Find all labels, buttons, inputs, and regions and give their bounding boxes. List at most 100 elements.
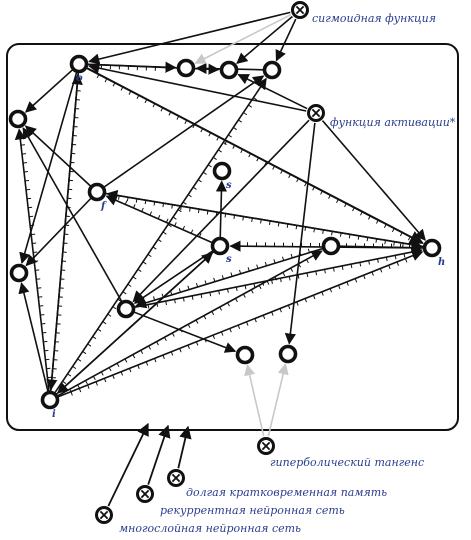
edge-tick: [346, 281, 349, 286]
edge-tick: [128, 368, 132, 373]
edge-i-s2: [55, 252, 214, 395]
edge-tick: [218, 290, 220, 295]
node-circle: [116, 299, 136, 319]
edge-tick: [152, 103, 156, 108]
external-nodes-layer: [95, 1, 325, 524]
edge-tick: [264, 261, 267, 266]
edge-tick: [144, 99, 148, 104]
edge-tick: [182, 297, 185, 302]
edge-tick: [271, 311, 274, 316]
edge-tick: [209, 292, 212, 297]
edge-tick: [235, 298, 238, 303]
edge-tick: [204, 280, 207, 285]
edge-tick: [127, 283, 132, 287]
edge-tick: [274, 276, 278, 281]
edge-tick: [162, 354, 165, 359]
edge-tick: [288, 174, 291, 179]
edge-tick: [116, 362, 120, 367]
edge-tick: [247, 267, 250, 272]
circle-cross-icon: [136, 485, 154, 503]
edge-tick: [104, 78, 108, 83]
node-i: i: [40, 390, 60, 420]
node-m: [321, 236, 341, 256]
edge-tick: [272, 165, 275, 170]
circle-cross-icon: [167, 469, 185, 487]
edge-tick: [253, 97, 258, 101]
edge-tick: [124, 358, 128, 363]
edge-tick: [148, 345, 152, 350]
lstm-label: долгая кратковременная память: [186, 486, 387, 499]
edge-tick: [320, 190, 323, 195]
edge-mlp-boundary: [107, 422, 149, 507]
edge-tick: [78, 388, 82, 393]
edge-tick: [235, 286, 238, 292]
node-o: o: [69, 54, 89, 84]
node-circle: [262, 60, 282, 80]
edge-tick: [248, 104, 253, 108]
edge-tick: [344, 203, 347, 208]
node-circle: [9, 263, 29, 283]
edge-tick: [196, 283, 199, 288]
rnn-label: рекуррентная нейронная сеть: [160, 504, 345, 517]
tanh-label: гиперболический тангенс: [270, 456, 424, 469]
edge-tick: [304, 182, 307, 187]
edge-tick: [258, 285, 262, 290]
edge-r-h: [134, 246, 423, 309]
node-circle: [87, 182, 107, 202]
edge-tick: [407, 236, 411, 241]
edge-tick: [280, 169, 283, 174]
sigmoid-label: сигмоидная функция: [312, 12, 436, 25]
edge-tick: [157, 239, 162, 243]
edge-tick: [328, 194, 331, 199]
edge-tick: [220, 331, 224, 336]
edge-tick: [112, 82, 116, 87]
edge-tick: [132, 276, 137, 280]
edge-tick: [207, 164, 212, 168]
edge-tick: [363, 275, 366, 280]
edge-tick: [232, 144, 236, 149]
edge-tick: [96, 74, 100, 79]
edge-o-l1: [24, 69, 74, 113]
edge-tick: [67, 373, 72, 377]
edge-i-l1: [14, 128, 50, 392]
edge-tick: [227, 288, 229, 293]
edge-tick: [394, 255, 397, 260]
node-label: h: [438, 257, 445, 268]
edge-tick: [368, 260, 370, 265]
edge-i-h: [57, 250, 424, 398]
edge-tick: [103, 378, 107, 383]
edge-m-h: [339, 241, 423, 254]
edge-tick: [162, 231, 167, 235]
edge-tick: [102, 321, 107, 325]
edge-tick: [69, 388, 73, 393]
edge-tick: [165, 300, 167, 306]
activation-label: функция активации*: [330, 116, 456, 129]
edge-tick: [62, 380, 67, 384]
edge-tick: [403, 253, 406, 258]
edge-tick: [187, 344, 190, 349]
edge-tick: [385, 256, 388, 262]
edge-tick: [296, 178, 299, 183]
edge-f-l2: [25, 197, 92, 267]
edge-i-l2: [18, 282, 49, 392]
edge-tick: [341, 265, 344, 270]
edge-f-l1: [24, 125, 92, 187]
node-label: s: [226, 180, 232, 191]
edge-tick: [182, 225, 185, 230]
edge-tick: [197, 179, 202, 183]
edge-tick: [250, 289, 254, 294]
edge-tick: [297, 274, 300, 279]
edge-tick: [177, 209, 182, 213]
edge-tick: [352, 207, 355, 212]
edge-tick: [242, 293, 246, 298]
edge-tick: [246, 321, 249, 326]
edge-tick: [218, 149, 222, 153]
edge-tick: [164, 337, 167, 342]
edge-tick: [383, 223, 387, 228]
edge-tick: [87, 384, 90, 389]
edge-tick: [156, 341, 159, 346]
edge-tick: [202, 171, 207, 175]
edge-tick: [375, 219, 379, 224]
